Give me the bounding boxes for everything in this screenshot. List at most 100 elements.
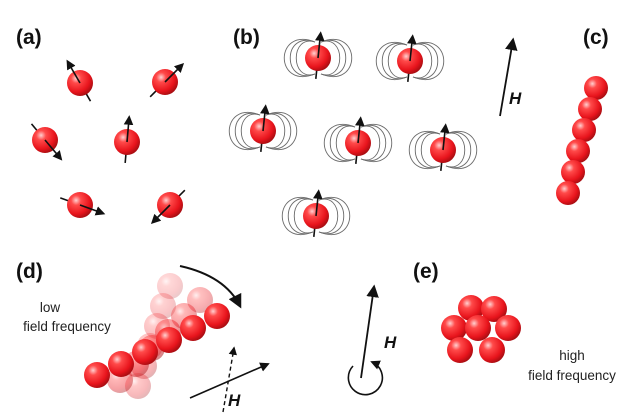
chain-particle [132, 339, 158, 365]
dipole-particle [397, 34, 423, 82]
field-line [320, 39, 353, 77]
field-line [412, 43, 433, 79]
field-line [240, 113, 261, 149]
moment-arrow-icon [44, 139, 63, 161]
rotating-field-indicator [347, 284, 384, 396]
panel-e-caption-frequency: field frequency [528, 368, 616, 383]
field-line [283, 39, 316, 77]
panel-e-label: (e) [413, 260, 439, 283]
field-line [265, 113, 286, 149]
dipole-particle [66, 59, 93, 102]
panel-d-caption-low: low [40, 300, 61, 315]
field-line [293, 198, 314, 234]
field-line [323, 124, 356, 162]
field-line [329, 124, 356, 162]
field-lines [375, 42, 445, 80]
rotation-arrow-icon [179, 265, 242, 309]
field-arrow-icon [499, 37, 518, 117]
faded-particle [157, 273, 183, 299]
faded-particle [187, 287, 213, 313]
field-line [335, 125, 356, 161]
field-lines [283, 39, 353, 77]
panel-d-field-symbol: H [228, 391, 241, 410]
field-line [414, 131, 441, 169]
field-line [287, 197, 314, 235]
field-lines [281, 197, 351, 235]
moment-arrow-icon [355, 116, 365, 144]
chain-particle [578, 97, 602, 121]
panel-e-particle-cluster [441, 295, 521, 363]
dipole-particle [345, 116, 371, 164]
field-lines [228, 112, 298, 150]
field-line [445, 131, 478, 169]
moment-arrow-icon [315, 31, 325, 59]
moment-arrow-icon [150, 204, 171, 225]
dipole-particle [150, 189, 186, 225]
field-line [445, 132, 466, 168]
field-line [360, 124, 393, 162]
chain-particle [556, 181, 580, 205]
chain-particle [156, 327, 182, 353]
field-line [281, 197, 314, 235]
moment-arrow-icon [313, 189, 323, 217]
moment-arrow-icon [164, 62, 185, 83]
field-line [445, 131, 472, 169]
panel-c-label: (c) [583, 26, 609, 49]
field-line [320, 39, 347, 77]
panel-d-field-arrows [189, 346, 270, 413]
dipole-particle [114, 115, 140, 163]
dipole-particle [30, 123, 63, 161]
cluster-particle [479, 337, 505, 363]
dipole-particle [59, 192, 106, 218]
chain-particle [561, 160, 585, 184]
cluster-particle [447, 337, 473, 363]
field-line [318, 197, 345, 235]
field-line [375, 42, 408, 80]
cluster-particle [495, 315, 521, 341]
rotation-circle-icon [347, 360, 384, 396]
field-line [320, 40, 341, 76]
field-line [234, 112, 261, 150]
panel-a-label: (a) [16, 26, 42, 49]
chain-particle [180, 315, 206, 341]
moment-arrow-icon [260, 104, 270, 132]
panel-d-rotating-chain [84, 273, 230, 399]
field-line [318, 197, 351, 235]
panel-d-caption-frequency: field frequency [23, 319, 111, 334]
field-line [412, 42, 445, 80]
cluster-particle [481, 296, 507, 322]
panel-e-field-symbol: H [384, 333, 397, 352]
field-line [228, 112, 261, 150]
field-line [265, 112, 292, 150]
chain-particle [84, 362, 110, 388]
faded-particle [150, 293, 176, 319]
field-line [408, 131, 441, 169]
field-line [387, 43, 408, 79]
field-line [295, 40, 316, 76]
moment-arrow-icon [79, 204, 106, 216]
field-lines [408, 131, 478, 169]
moment-arrow-icon [66, 59, 81, 84]
field-line [265, 112, 298, 150]
moment-arrow-icon [440, 123, 450, 151]
panel-a-random-particles [30, 59, 186, 225]
dipole-particle [149, 62, 185, 98]
dipole-particle [250, 104, 276, 152]
field-line [412, 42, 439, 80]
cluster-particle [441, 315, 467, 341]
panel-b-aligned-particles [228, 31, 478, 237]
field-arrow-icon [222, 346, 238, 413]
field-line [318, 198, 339, 234]
dipole-particle [305, 31, 331, 79]
field-line [360, 124, 387, 162]
field-line [289, 39, 316, 77]
panel-b-field-arrow [499, 37, 518, 117]
chain-particle [108, 351, 134, 377]
panel-e-caption-high: high [559, 348, 585, 363]
moment-arrow-icon [123, 115, 134, 143]
dipole-particle [303, 189, 329, 237]
field-arrow-icon [360, 284, 379, 379]
field-line [381, 42, 408, 80]
panel-b-field-symbol: H [509, 89, 522, 108]
cluster-particle [465, 315, 491, 341]
